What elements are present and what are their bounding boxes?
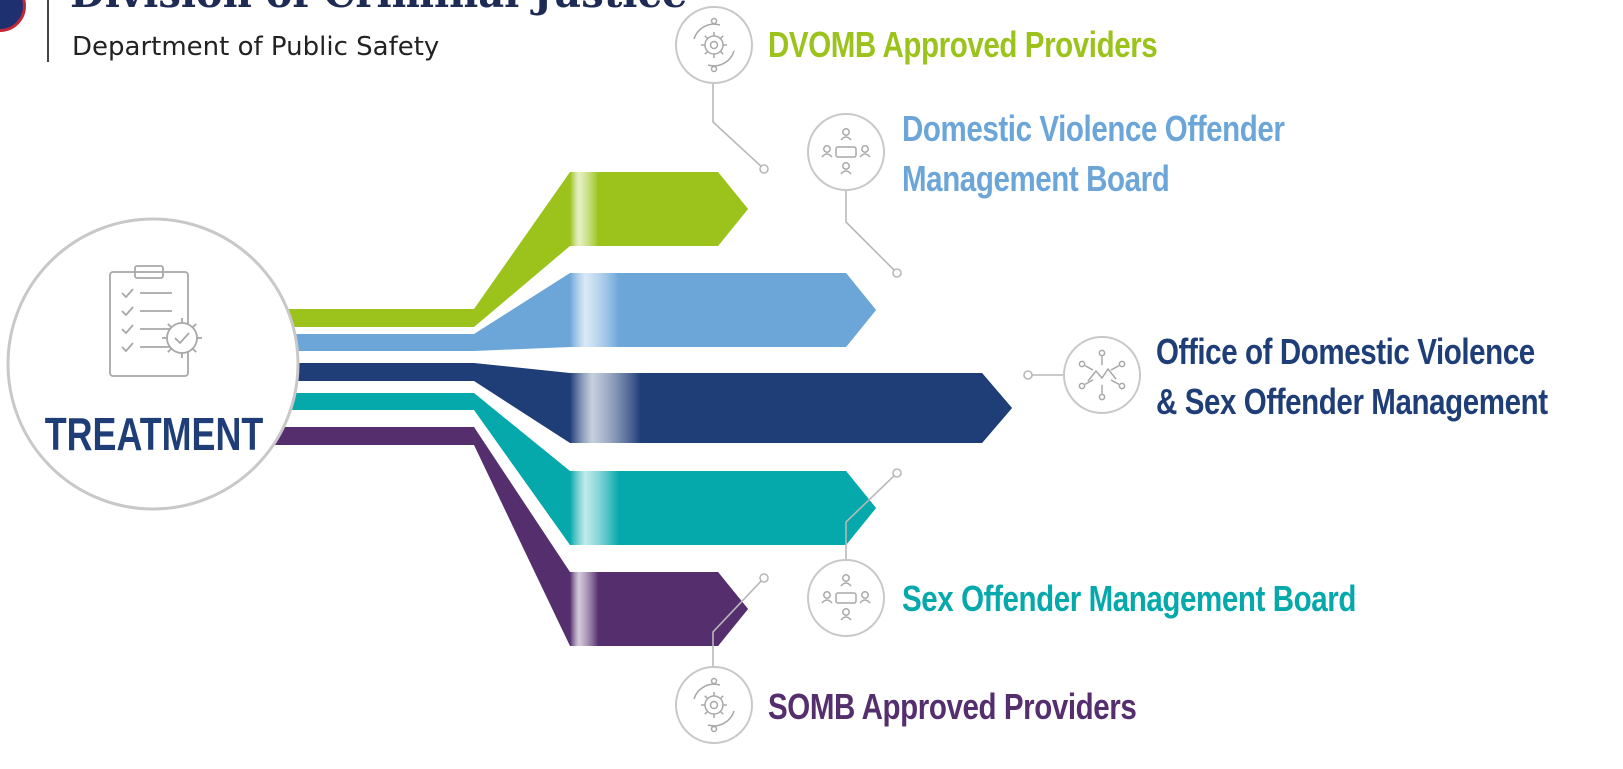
gear-cycle-icon [693,17,735,73]
header-divider [47,0,49,62]
branch-label-line: Management Board [902,158,1170,199]
connector-dot-somb [892,468,902,478]
branch-label-line: SOMB Approved Providers [768,686,1137,727]
branch-bands [250,172,1012,646]
center-label: TREATMENT [45,409,264,460]
branch-label-odvsom: Office of Domestic Violence & Sex Offende… [1156,327,1548,427]
network-hub-icon [1078,349,1126,401]
connector-somb [845,472,898,560]
badge-ring [807,113,885,191]
branch-label-dvomb-providers: DVOMB Approved Providers [768,20,1158,70]
branch-label-line: & Sex Offender Management [1156,381,1548,422]
badge-somb [807,559,885,637]
connector-dvomb [845,190,898,274]
badge-ring [807,559,885,637]
branch-badges [675,6,1141,744]
center-circle [6,217,300,511]
branch-label-line: Office of Domestic Violence [1156,331,1535,372]
connector-dot-somb-providers [759,573,769,583]
band-highlight-somb-providers [570,572,748,646]
branch-label-somb-providers: SOMB Approved Providers [768,682,1137,732]
clipboard-checklist-gear-icon [109,265,202,377]
badge-ring [675,6,753,84]
badge-dvomb [807,113,885,191]
badge-ring [1063,336,1141,414]
board-meeting-icon [821,574,871,621]
badge-odvsom [1063,336,1141,414]
connector-dvomb-providers [712,83,765,170]
connector-dot-odvsom [1023,370,1033,380]
center-node: TREATMENT [6,217,300,511]
badge-somb-providers [675,666,753,744]
band-highlight-somb [570,471,876,545]
branch-label-line: Domestic Violence Offender [902,108,1285,149]
branch-connectors [712,83,1063,667]
branch-label-line: Sex Offender Management Board [902,578,1356,619]
header-title: Division of Criminal Justice [70,0,687,17]
header-subtitle: Department of Public Safety [72,32,440,62]
connector-dot-dvomb [892,268,902,278]
branch-label-somb: Sex Offender Management Board [902,574,1356,624]
connector-somb-providers [712,577,765,667]
band-highlight-odvsom [570,373,1012,443]
board-meeting-icon [821,128,871,175]
gear-cycle-icon [693,677,735,733]
badge-dvomb-providers [675,6,753,84]
band-highlight-dvomb-providers [570,172,748,246]
band-highlight-dvomb [570,273,876,347]
connector-dot-dvomb-providers [759,164,769,174]
branch-label-line: DVOMB Approved Providers [768,24,1158,65]
badge-ring [675,666,753,744]
